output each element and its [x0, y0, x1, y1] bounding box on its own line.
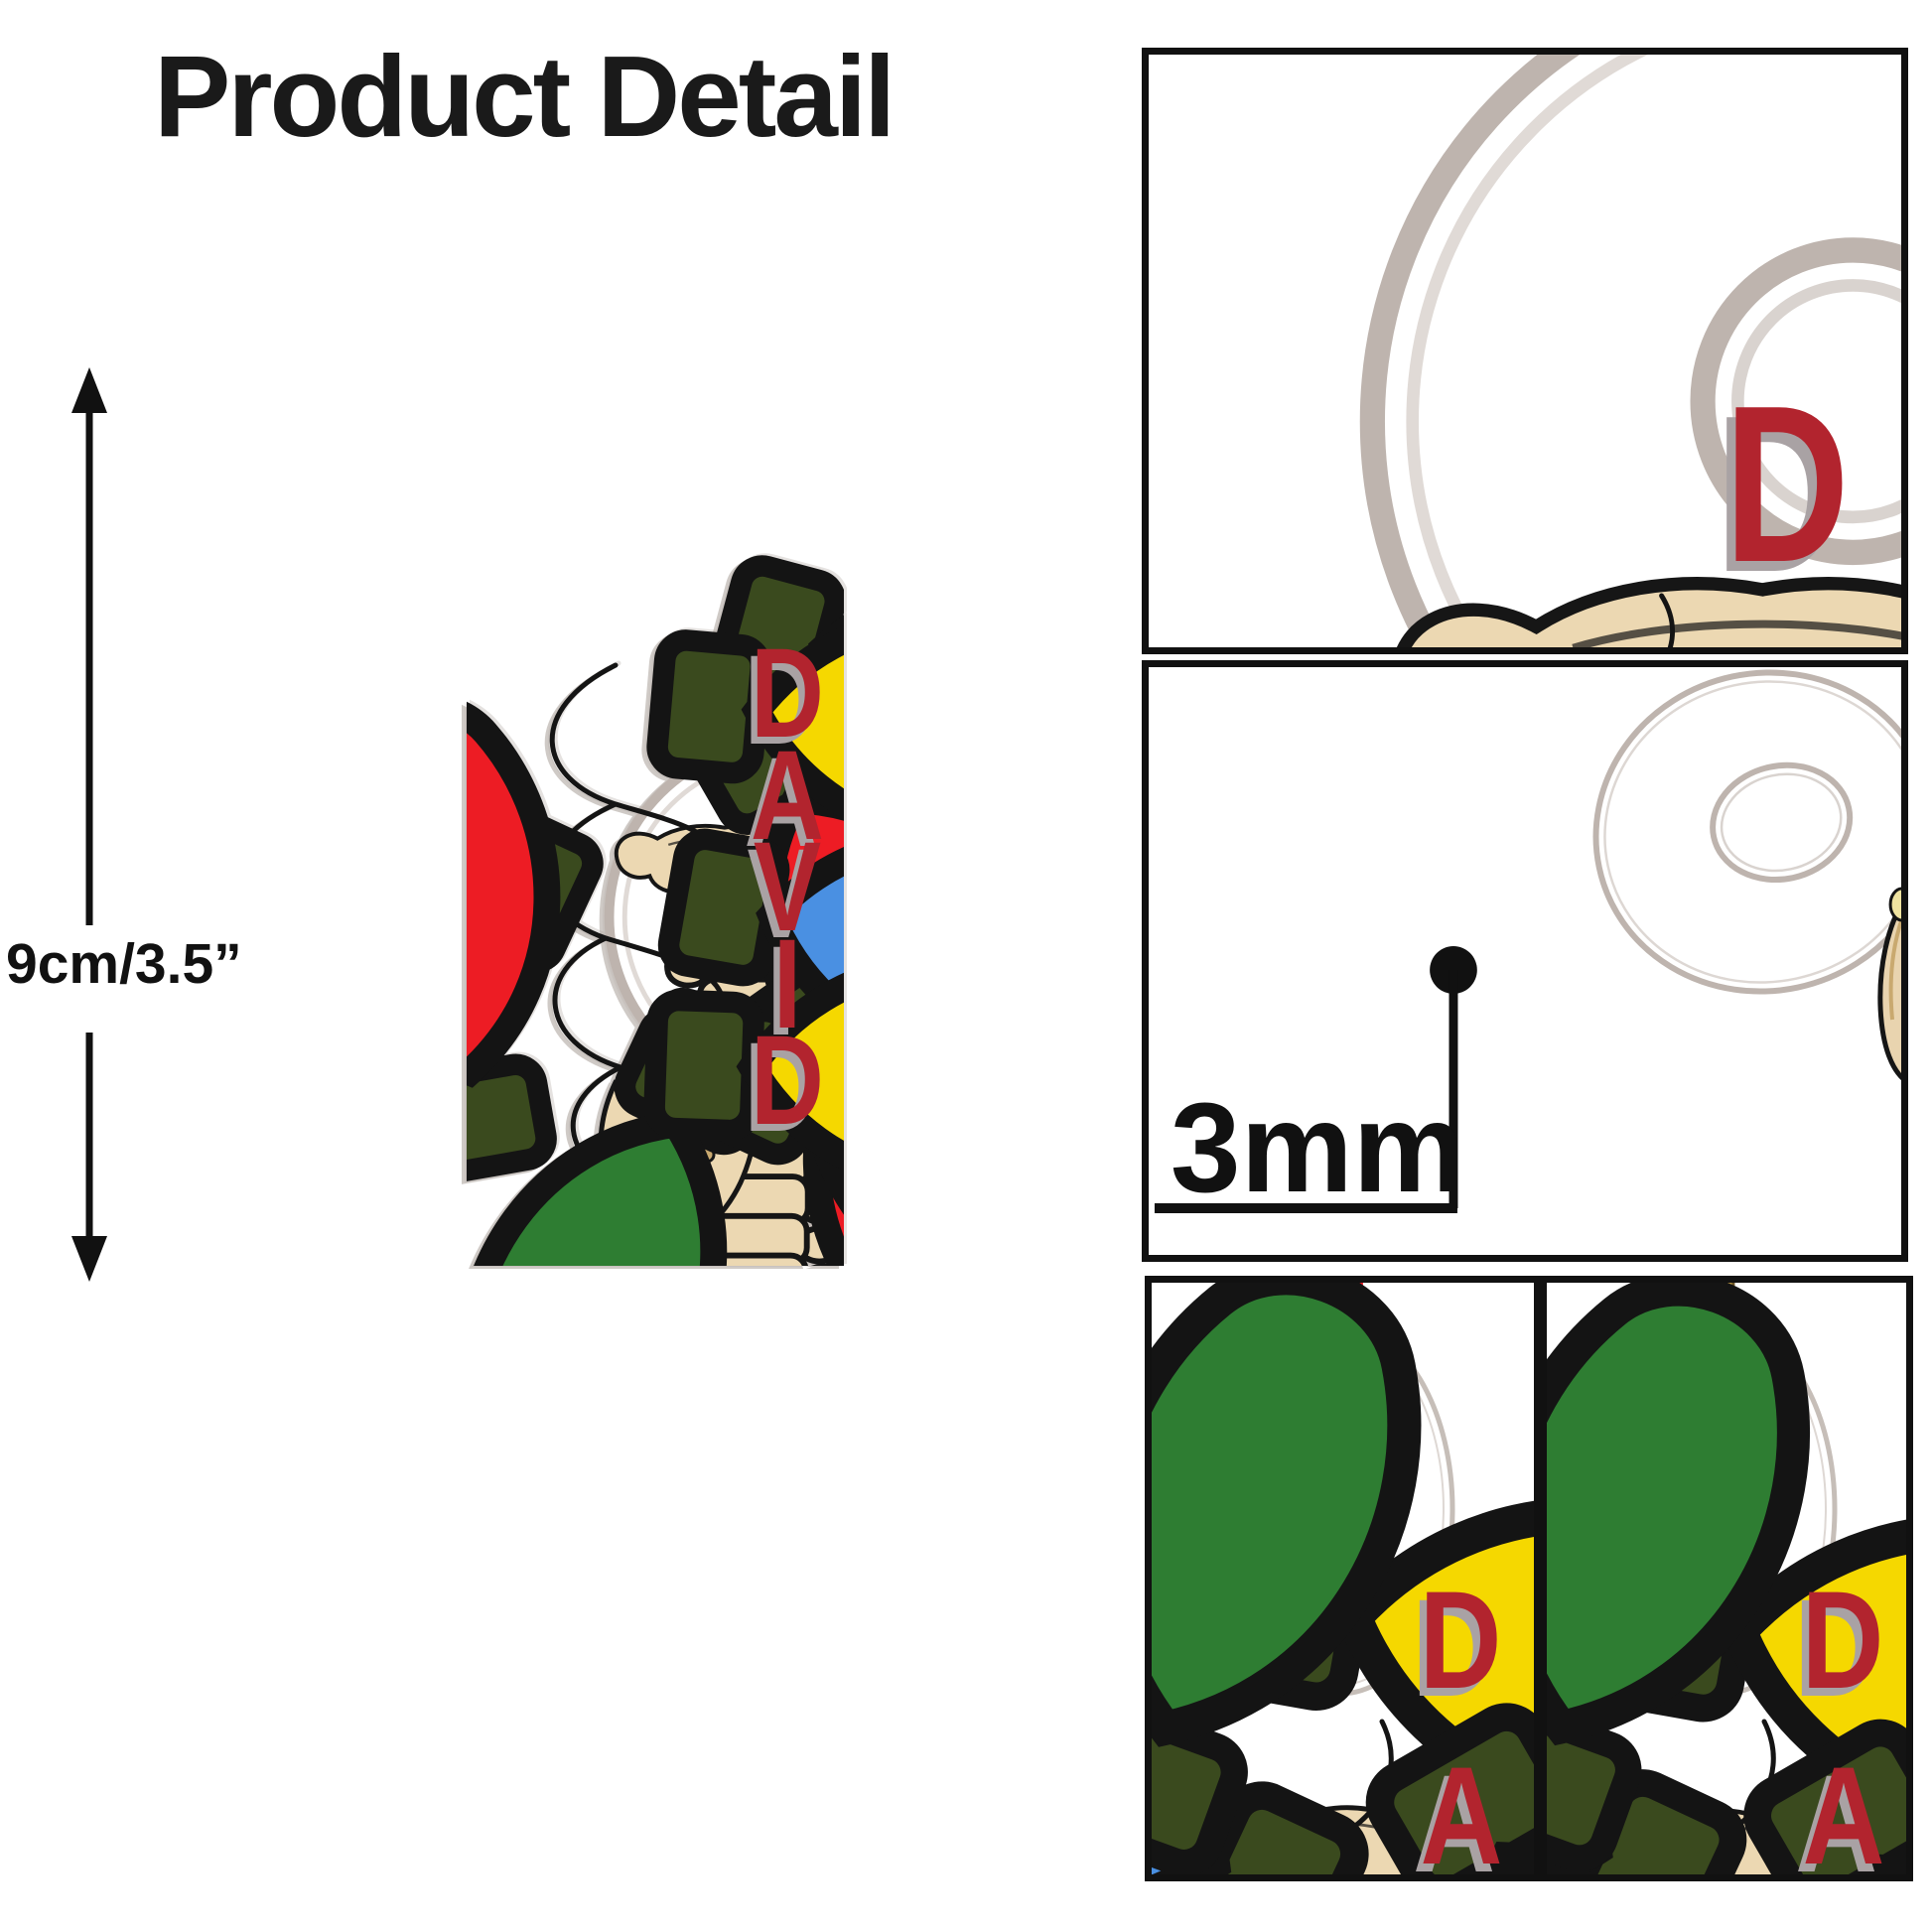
svg-text:D: D [1412, 1571, 1494, 1725]
svg-text:A: A [1803, 1738, 1885, 1874]
page-title: Product Detail [154, 32, 896, 161]
svg-text:A: A [1795, 1746, 1877, 1874]
zoom-letter: D D [1716, 359, 1850, 620]
svg-text:D: D [745, 1016, 818, 1159]
height-dimension-arrow [71, 367, 107, 1282]
svg-text:D: D [751, 621, 824, 764]
thickness-label: 3mm [1171, 1078, 1465, 1219]
svg-text:V: V [747, 822, 814, 965]
ornament-name-letters: DD AA VV II DD [745, 621, 824, 1159]
arrowhead-down [71, 1236, 107, 1282]
panel-hole-zoom: D D [1142, 48, 1908, 654]
ornament-edge-sliver [1877, 887, 1901, 1081]
svg-text:D: D [751, 1009, 824, 1152]
ring-tilted [1592, 669, 1901, 995]
svg-text:D: D [1420, 1563, 1502, 1718]
panel-letters: DD AA [1412, 1563, 1502, 1874]
thickness-callout: 3mm [1154, 946, 1477, 1219]
svg-text:V: V [754, 815, 821, 958]
svg-text:D: D [1802, 1563, 1884, 1718]
svg-text:D: D [1725, 359, 1850, 610]
svg-text:D: D [745, 628, 818, 771]
svg-text:D: D [1716, 369, 1841, 620]
svg-text:I: I [773, 912, 801, 1055]
string-lights [467, 515, 844, 1266]
arrowhead-up [71, 367, 107, 413]
panel-thickness: 3mm [1142, 660, 1908, 1262]
panel-letters: DD AA [1794, 1563, 1884, 1874]
height-dimension-label: 9cm/3.5” [6, 932, 242, 996]
svg-text:A: A [751, 724, 824, 867]
ornament-illustration: DD AA VV II DD [467, 515, 844, 1266]
svg-text:A: A [745, 731, 818, 874]
svg-text:I: I [766, 919, 794, 1062]
svg-text:A: A [1421, 1738, 1503, 1874]
svg-text:A: A [1413, 1746, 1495, 1874]
svg-text:D: D [1794, 1571, 1876, 1725]
